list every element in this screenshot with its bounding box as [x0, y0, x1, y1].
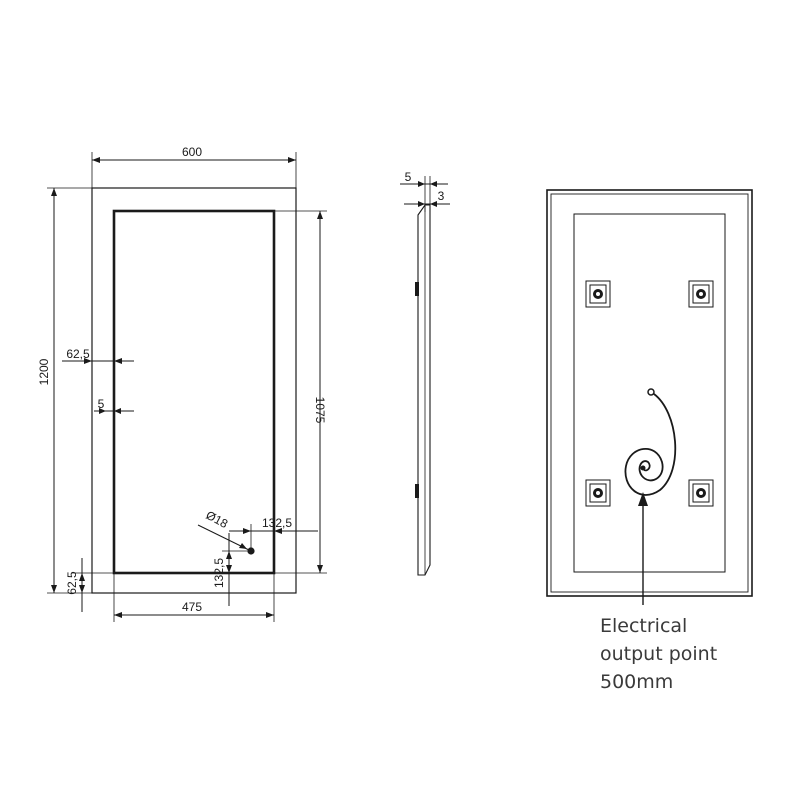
dimension-hole-offset-x: 132,5: [229, 516, 318, 548]
dimension-hole-offset-x-label: 132,5: [262, 516, 292, 530]
mounting-bracket-bottom-left: [585, 479, 611, 507]
dimension-border-bottom-label: 62,5: [65, 571, 79, 595]
electrical-cable-coil: [624, 388, 677, 496]
mounting-bracket-top-right: [688, 280, 714, 308]
dimension-hole-offset-y-label: 132,5: [212, 558, 226, 588]
dimension-gap-label: 5: [98, 397, 105, 411]
side-view: 5 3: [400, 170, 450, 576]
dimension-height: 1200: [37, 187, 92, 594]
dimension-depth-total-label: 5: [405, 170, 412, 184]
callout-leader: [638, 492, 648, 605]
dimension-width: 600: [91, 145, 297, 188]
callout-line-3: 500mm: [600, 671, 673, 693]
rear-backing-panel: [573, 213, 726, 573]
callout-line-1: Electrical: [600, 615, 687, 637]
dimension-hole-diameter-label: Ø18: [204, 508, 231, 531]
dimension-depth-total: 5: [400, 170, 448, 212]
mirror-glass-panel: [112, 209, 276, 575]
rear-view: [546, 189, 753, 605]
rear-frame-inner-edge: [550, 193, 749, 593]
dimension-width-label: 600: [182, 145, 202, 159]
mirror-side-profile: [417, 204, 431, 576]
dimension-border-bottom: 62,5: [65, 558, 114, 612]
side-bracket-bottom: [415, 484, 419, 498]
dimension-height-label: 1200: [37, 358, 51, 385]
dimension-gap: 5: [94, 397, 134, 414]
dimension-depth-glass: 3: [404, 189, 450, 207]
dimension-glass-width: 475: [113, 573, 275, 622]
dimension-glass-width-label: 475: [182, 600, 202, 614]
mounting-bracket-top-left: [585, 280, 611, 308]
rear-outer-frame: [546, 189, 753, 597]
dimension-hole-offset-y: 132,5: [212, 533, 251, 606]
mirror-outer-frame: [91, 187, 297, 594]
dimension-glass-height-label: 1075: [313, 397, 327, 424]
side-bracket-top: [415, 282, 419, 296]
dimension-border-side: 62,5: [62, 347, 134, 364]
dimension-depth-glass-label: 3: [438, 189, 445, 203]
electrical-output-callout: Electrical output point 500mm: [600, 615, 717, 693]
callout-line-2: output point: [600, 643, 717, 665]
dimension-glass-height: 1075: [274, 210, 327, 574]
front-view: 600 1200 1075 62,5 5: [37, 145, 327, 622]
mounting-bracket-bottom-right: [688, 479, 714, 507]
dimension-border-side-label: 62,5: [66, 347, 90, 361]
